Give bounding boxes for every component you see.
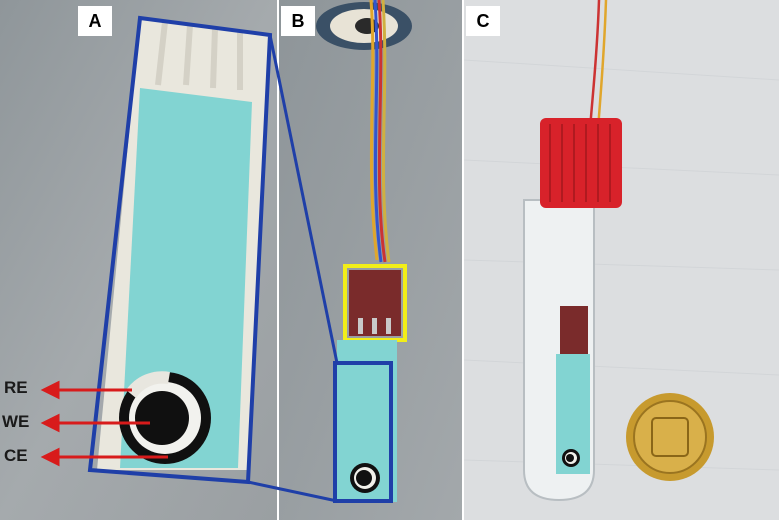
label-re: RE (4, 378, 28, 397)
panel-b: B (279, 0, 462, 520)
panel-label-b: B (281, 6, 315, 36)
vial-cap (540, 118, 622, 208)
panel-c-photo (464, 0, 779, 520)
panel-label-a: A (78, 6, 112, 36)
panel-a: A RE WE CE (0, 0, 277, 520)
panel-a-photo (0, 0, 277, 520)
label-we: WE (2, 412, 30, 431)
panel-c: C (464, 0, 779, 520)
panel-b-photo (279, 0, 462, 520)
electrode-set (119, 371, 211, 464)
contact-tracks (155, 21, 243, 90)
label-ce: CE (4, 446, 28, 465)
zoom-outline-b (333, 361, 393, 503)
wires-b (369, 0, 391, 263)
electrode-arrows (40, 380, 168, 467)
connector-c (560, 306, 588, 354)
panel-label-c: C (466, 6, 500, 36)
